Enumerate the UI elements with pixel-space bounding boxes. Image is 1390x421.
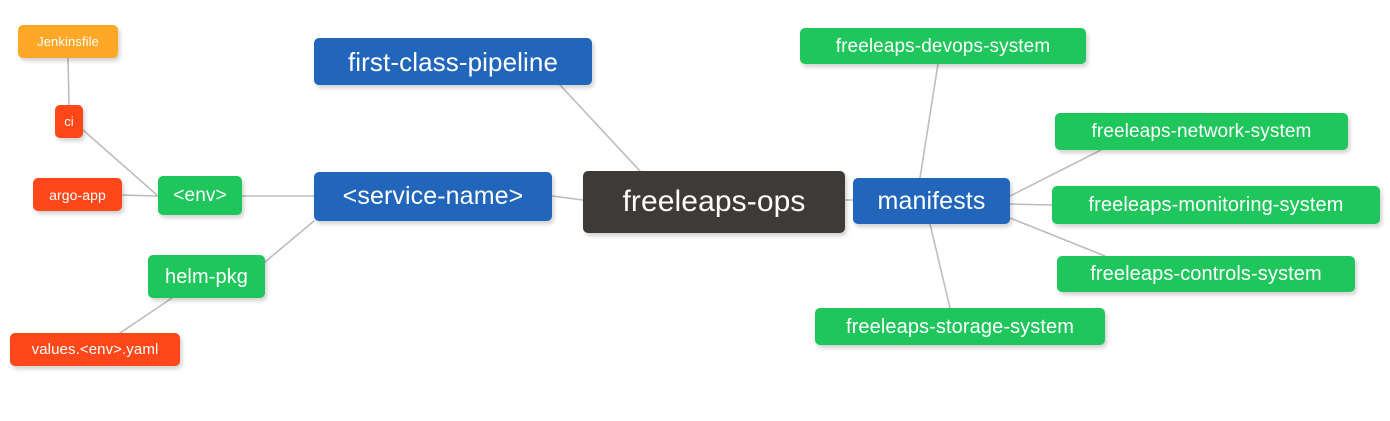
mindmap-node-label: freeleaps-controls-system (1090, 263, 1322, 285)
mindmap-node-label: <env> (173, 185, 227, 206)
mindmap-node-freeleaps-storage-system[interactable]: freeleaps-storage-system (815, 308, 1105, 345)
edge-helm-pkg-to-values-yaml (119, 297, 173, 334)
mindmap-node-argo-app[interactable]: argo-app (33, 178, 122, 211)
mindmap-node-label: freeleaps-monitoring-system (1088, 194, 1344, 216)
mindmap-node-service-name[interactable]: <service-name> (314, 172, 552, 221)
mindmap-node-freeleaps-controls-system[interactable]: freeleaps-controls-system (1057, 256, 1355, 292)
mindmap-node-label: first-class-pipeline (347, 46, 559, 77)
mindmap-node-first-class-pipeline[interactable]: first-class-pipeline (314, 38, 592, 85)
mindmap-node-ci[interactable]: ci (55, 105, 83, 138)
mindmap-node-jenkinsfile[interactable]: Jenkinsfile (18, 25, 118, 58)
edge-argo-app-to-env (121, 194, 159, 197)
mindmap-node-label: freeleaps-storage-system (845, 315, 1075, 338)
mindmap-node-env[interactable]: <env> (158, 176, 242, 215)
mindmap-node-label: ci (64, 114, 74, 129)
mindmap-node-label: freeleaps-ops (622, 185, 806, 218)
edge-jenkinsfile-to-ci (67, 57, 70, 106)
mindmap-node-label: freeleaps-network-system (1091, 121, 1312, 142)
mindmap-node-freeleaps-network-system[interactable]: freeleaps-network-system (1055, 113, 1348, 150)
mindmap-node-label: freeleaps-devops-system (835, 35, 1051, 57)
mindmap-node-label: manifests (877, 186, 986, 215)
mindmap-node-helm-pkg[interactable]: helm-pkg (148, 255, 265, 298)
mindmap-node-freeleaps-monitoring-system[interactable]: freeleaps-monitoring-system (1052, 186, 1380, 224)
edge-first-class-pipeline-to-freeleaps-ops (559, 84, 641, 172)
edge-manifests-to-freeleaps-storage-system (929, 223, 951, 309)
mindmap-node-freeleaps-devops-system[interactable]: freeleaps-devops-system (800, 28, 1086, 64)
edge-service-name-to-helm-pkg (264, 220, 315, 263)
mindmap-node-label: <service-name> (342, 182, 524, 210)
edge-service-name-to-freeleaps-ops (551, 195, 584, 201)
mindmap-node-values-yaml[interactable]: values.<env>.yaml (10, 333, 180, 366)
mindmap-node-label: Jenkinsfile (37, 34, 99, 49)
mindmap-node-manifests[interactable]: manifests (853, 178, 1010, 224)
edge-manifests-to-freeleaps-monitoring-system (1009, 203, 1053, 206)
mindmap-node-label: helm-pkg (164, 265, 249, 288)
mindmap-node-label: argo-app (49, 186, 106, 203)
mindmap-node-label: values.<env>.yaml (31, 341, 159, 358)
mindmap-node-freeleaps-ops[interactable]: freeleaps-ops (583, 171, 845, 233)
edge-manifests-to-freeleaps-devops-system (919, 63, 939, 179)
